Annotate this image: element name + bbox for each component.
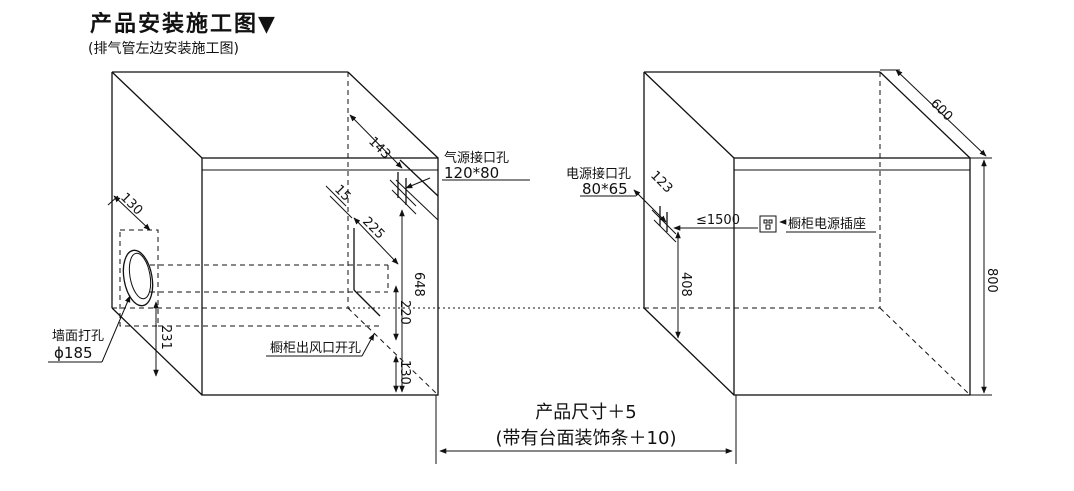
power-hole-label: 电源接口孔 bbox=[566, 166, 631, 182]
trim-size-label: (带有台面装饰条＋10) bbox=[496, 428, 677, 449]
socket-label: 橱柜电源插座 bbox=[788, 217, 866, 232]
dim-220: 220 bbox=[397, 300, 412, 325]
dim-600: 600 bbox=[927, 96, 955, 124]
power-hole-size: 80*65 bbox=[582, 180, 628, 198]
page-subtitle: (排气管左边安装施工图) bbox=[88, 41, 239, 57]
dim-130-bottom: 130 bbox=[397, 360, 412, 385]
dim-648: 648 bbox=[411, 272, 426, 297]
dim-800: 800 bbox=[984, 268, 999, 293]
vent-label: 橱柜出风口开孔 bbox=[270, 341, 361, 356]
page-title: 产品安装施工图▼ bbox=[90, 6, 277, 38]
wall-hole-size: ϕ185 bbox=[54, 344, 93, 362]
product-size-label: 产品尺寸＋5 bbox=[535, 402, 636, 423]
distance-label: ≤1500 bbox=[696, 213, 740, 228]
dim-123: 123 bbox=[647, 168, 675, 196]
dim-130-top: 130 bbox=[117, 190, 145, 218]
dim-225: 225 bbox=[359, 214, 387, 242]
gas-hole-mark bbox=[389, 172, 431, 215]
wall-hole-label: 墙面打孔 bbox=[52, 329, 104, 344]
dim-408: 408 bbox=[678, 272, 693, 297]
power-socket-icon bbox=[759, 215, 777, 233]
title-marker-icon: ▼ bbox=[258, 12, 277, 37]
dim-231: 231 bbox=[158, 325, 173, 350]
right-cabinet bbox=[643, 71, 971, 396]
gas-hole-size: 120*80 bbox=[444, 164, 499, 182]
gas-hole-label: 气源接口孔 bbox=[444, 150, 509, 166]
left-cabinet bbox=[111, 71, 439, 396]
title-text: 产品安装施工图 bbox=[90, 12, 259, 37]
